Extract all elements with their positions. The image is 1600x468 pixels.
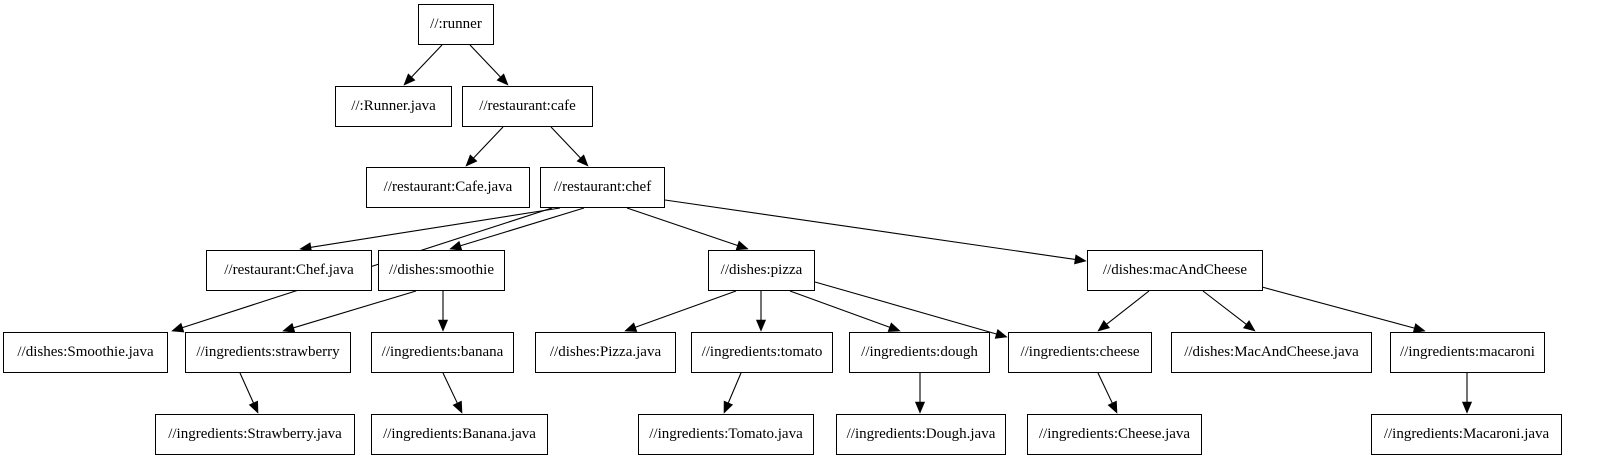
graph-node-label: //ingredients:Strawberry.java	[168, 426, 342, 442]
arrowhead-icon	[1242, 320, 1256, 332]
arrowhead-icon	[1097, 320, 1111, 332]
graph-node-strawberry_java[interactable]: //ingredients:Strawberry.java	[155, 414, 355, 455]
graph-node-label: //ingredients:Cheese.java	[1038, 426, 1191, 442]
graph-edge-restaurant_chef-to-pizza	[626, 207, 749, 251]
arrowhead-icon	[1074, 254, 1087, 265]
arrowhead-icon	[624, 322, 638, 332]
graph-node-label: //ingredients:Banana.java	[383, 426, 536, 442]
graph-node-pizza[interactable]: //dishes:pizza	[708, 250, 815, 291]
graph-node-cheese_java[interactable]: //ingredients:Cheese.java	[1027, 414, 1202, 455]
arrowhead-icon	[735, 240, 749, 251]
graph-node-cafe_java[interactable]: //restaurant:Cafe.java	[366, 167, 530, 208]
graph-node-tomato_java[interactable]: //ingredients:Tomato.java	[638, 414, 814, 455]
arrowhead-icon	[914, 401, 926, 414]
arrowhead-icon	[576, 154, 589, 167]
arrowhead-icon	[496, 73, 509, 86]
graph-node-label: //ingredients:Macaroni.java	[1383, 426, 1550, 442]
graph-node-label: //ingredients:dough	[861, 344, 978, 360]
graph-node-label: //dishes:smoothie	[389, 262, 494, 278]
graph-edge-dough-to-dough_java	[914, 373, 926, 414]
graph-node-macandcheese[interactable]: //dishes:macAndCheese	[1087, 250, 1263, 291]
arrowhead-icon	[755, 319, 767, 332]
graph-edge-pizza-to-pizza_java	[624, 290, 737, 332]
graph-node-chef_java[interactable]: //restaurant:Chef.java	[206, 250, 372, 291]
graph-node-runner_java[interactable]: //:Runner.java	[335, 86, 452, 127]
graph-node-runner[interactable]: //:runner	[418, 4, 494, 45]
arrowhead-icon	[1107, 400, 1118, 414]
graph-node-label: //ingredients:Dough.java	[846, 426, 996, 442]
arrowhead-icon	[723, 400, 734, 414]
arrowhead-icon	[1461, 401, 1473, 414]
arrowhead-icon	[248, 400, 259, 414]
graph-node-macandcheese_java[interactable]: //dishes:MacAndCheese.java	[1171, 332, 1372, 373]
graph-node-label: //dishes:Smoothie.java	[17, 344, 154, 360]
arrowhead-icon	[403, 73, 416, 86]
arrowhead-icon	[437, 319, 449, 332]
graph-node-label: //ingredients:tomato	[701, 344, 823, 360]
graph-node-label: //ingredients:cheese	[1020, 344, 1140, 360]
graph-edge-pizza-to-cheese	[814, 281, 1008, 339]
graph-node-label: //dishes:Pizza.java	[549, 344, 662, 360]
graph-node-smoothie[interactable]: //dishes:smoothie	[378, 250, 505, 291]
graph-node-cheese[interactable]: //ingredients:cheese	[1008, 332, 1152, 373]
graph-node-dough_java[interactable]: //ingredients:Dough.java	[836, 414, 1006, 455]
graph-node-restaurant_cafe[interactable]: //restaurant:cafe	[462, 86, 593, 127]
graph-node-label: //ingredients:macaroni	[1400, 344, 1535, 360]
graph-edge-macandcheese-to-macandcheese_java	[1202, 290, 1256, 332]
graph-edge-restaurant_cafe-to-cafe_java	[465, 126, 504, 167]
arrowhead-icon	[452, 400, 463, 414]
graph-edge-macaroni-to-macaroni_java	[1461, 373, 1473, 414]
graph-node-banana_java[interactable]: //ingredients:Banana.java	[371, 414, 548, 455]
graph-edge-runner-to-restaurant_cafe	[469, 44, 509, 86]
arrowhead-icon	[171, 322, 185, 333]
graph-node-pizza_java[interactable]: //dishes:Pizza.java	[535, 332, 676, 373]
arrowhead-icon	[994, 329, 1008, 339]
arrowhead-icon	[887, 322, 901, 332]
graph-node-label: //restaurant:Cafe.java	[383, 179, 513, 195]
graph-node-label: //dishes:MacAndCheese.java	[1184, 344, 1359, 360]
graph-node-label: //ingredients:banana	[381, 344, 504, 360]
graph-node-label: //dishes:pizza	[720, 262, 803, 278]
graph-edge-pizza-to-dough	[789, 290, 901, 332]
graph-node-strawberry[interactable]: //ingredients:strawberry	[185, 332, 351, 373]
graph-edge-tomato-to-tomato_java	[723, 372, 742, 414]
graph-node-tomato[interactable]: //ingredients:tomato	[691, 332, 833, 373]
graph-edge-macandcheese-to-cheese	[1097, 290, 1150, 332]
graph-node-restaurant_chef[interactable]: //restaurant:chef	[540, 167, 665, 208]
graph-node-macaroni[interactable]: //ingredients:macaroni	[1390, 332, 1545, 373]
graph-edge-smoothie-to-banana	[437, 291, 449, 332]
graph-node-label: //ingredients:strawberry	[196, 344, 340, 360]
graph-edge-cheese-to-cheese_java	[1097, 372, 1118, 414]
graph-node-label: //restaurant:cafe	[479, 98, 576, 114]
graph-edge-restaurant_chef-to-chef_java	[299, 207, 561, 253]
graph-edge-restaurant_chef-to-smoothie	[449, 207, 585, 251]
graph-edge-restaurant_cafe-to-restaurant_chef	[550, 126, 589, 167]
graph-edge-runner-to-runner_java	[403, 44, 443, 86]
arrowhead-icon	[1412, 323, 1426, 333]
graph-edge-macandcheese-to-macaroni	[1261, 286, 1426, 333]
graph-node-label: //:runner	[430, 16, 482, 32]
graph-edge-banana-to-banana_java	[442, 372, 463, 414]
graph-node-label: //:Runner.java	[351, 98, 436, 114]
arrowhead-icon	[449, 240, 463, 251]
graph-edge-restaurant_chef-to-macandcheese	[664, 199, 1087, 265]
graph-node-dough[interactable]: //ingredients:dough	[849, 332, 990, 373]
graph-node-smoothie_java[interactable]: //dishes:Smoothie.java	[3, 332, 168, 373]
graph-node-macaroni_java[interactable]: //ingredients:Macaroni.java	[1371, 414, 1562, 455]
graph-edge-smoothie-to-strawberry	[282, 290, 417, 333]
graph-node-label: //restaurant:Chef.java	[224, 262, 354, 278]
graph-node-banana[interactable]: //ingredients:banana	[371, 332, 514, 373]
arrowhead-icon	[465, 154, 478, 167]
graph-edge-pizza-to-tomato	[755, 291, 767, 332]
graph-node-label: //ingredients:Tomato.java	[649, 426, 803, 442]
graph-node-label: //restaurant:chef	[553, 179, 652, 195]
arrowhead-icon	[282, 322, 296, 333]
graph-node-label: //dishes:macAndCheese	[1102, 262, 1248, 278]
graph-edge-strawberry-to-strawberry_java	[239, 372, 259, 414]
